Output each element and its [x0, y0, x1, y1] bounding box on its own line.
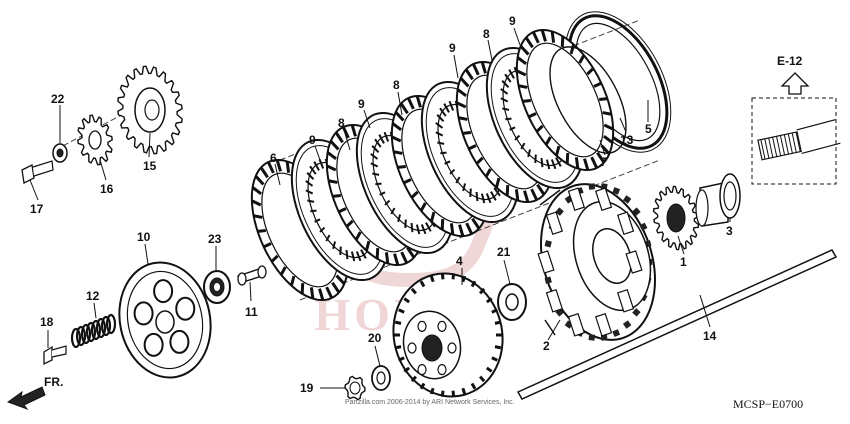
- label-part-4[interactable]: 4: [456, 254, 463, 268]
- label-part-15[interactable]: 15: [143, 159, 157, 173]
- diagram-code: MCSP−E0700: [733, 397, 803, 411]
- label-part-16[interactable]: 16: [100, 182, 114, 196]
- label-part-9-d[interactable]: 9: [509, 14, 516, 28]
- part-20-washer[interactable]: [371, 365, 391, 391]
- part-16-sprocket[interactable]: [77, 114, 113, 166]
- part-14-push-rod[interactable]: [516, 249, 838, 400]
- label-part-9-a[interactable]: 9: [309, 133, 316, 147]
- up-arrow-icon: [780, 72, 810, 95]
- label-part-23[interactable]: 23: [208, 232, 222, 246]
- label-part-12[interactable]: 12: [86, 289, 100, 303]
- label-part-11[interactable]: 11: [245, 305, 258, 319]
- part-1-gear[interactable]: [652, 185, 700, 251]
- part-15-gear[interactable]: [117, 65, 183, 155]
- part-21-washer[interactable]: [497, 283, 527, 321]
- part-23-bearing[interactable]: [203, 270, 231, 304]
- leader-lines: [29, 27, 731, 389]
- label-part-2[interactable]: 2: [543, 339, 550, 353]
- label-part-21[interactable]: 21: [497, 245, 511, 259]
- label-part-5[interactable]: 5: [645, 122, 652, 136]
- label-part-20[interactable]: 20: [368, 331, 382, 345]
- label-part-19[interactable]: 19: [300, 381, 314, 395]
- part-22-washer[interactable]: [52, 143, 68, 163]
- part-labels: 1 2 3 4 5 6 7 8 8 8 9 9 9 9 10 11 12 13 …: [30, 14, 733, 395]
- reference-box-e12[interactable]: E-12: [751, 54, 841, 185]
- part-13-spring[interactable]: [534, 35, 641, 166]
- front-arrow-icon: [6, 386, 46, 411]
- label-part-17[interactable]: 17: [30, 202, 44, 216]
- part-11-lifter-piece[interactable]: [237, 265, 267, 286]
- label-part-8-a[interactable]: 8: [338, 116, 345, 130]
- label-part-9-b[interactable]: 9: [358, 97, 365, 111]
- part-12-clutch-spring[interactable]: [70, 313, 117, 349]
- reference-label[interactable]: E-12: [777, 54, 803, 68]
- label-part-9-c[interactable]: 9: [449, 41, 456, 55]
- part-2-clutch-outer[interactable]: [522, 169, 674, 355]
- label-part-22[interactable]: 22: [51, 92, 65, 106]
- label-part-14[interactable]: 14: [703, 329, 717, 343]
- part-3-collar[interactable]: [695, 173, 741, 227]
- label-part-7[interactable]: 7: [600, 155, 607, 169]
- label-part-18[interactable]: 18: [40, 315, 54, 329]
- part-19-lock-nut[interactable]: [344, 375, 366, 401]
- label-part-6[interactable]: 6: [270, 151, 277, 165]
- label-part-13[interactable]: 13: [620, 133, 634, 147]
- label-part-1[interactable]: 1: [680, 255, 687, 269]
- label-part-10[interactable]: 10: [137, 230, 151, 244]
- part-4-clutch-center[interactable]: [380, 261, 516, 409]
- part-10-lifter-plate[interactable]: [109, 254, 221, 386]
- part-17-bolt[interactable]: [21, 160, 54, 184]
- part-18-bolt[interactable]: [43, 345, 67, 366]
- label-part-8-b[interactable]: 8: [393, 78, 400, 92]
- front-direction-indicator: FR.: [6, 375, 63, 411]
- copyright-notice: Partzilla.com 2006-2014 by ARI Network S…: [345, 399, 515, 406]
- label-part-3[interactable]: 3: [726, 224, 733, 238]
- clutch-plate-stack: [250, 28, 615, 302]
- label-part-8-c[interactable]: 8: [483, 27, 490, 41]
- direction-label: FR.: [44, 375, 63, 389]
